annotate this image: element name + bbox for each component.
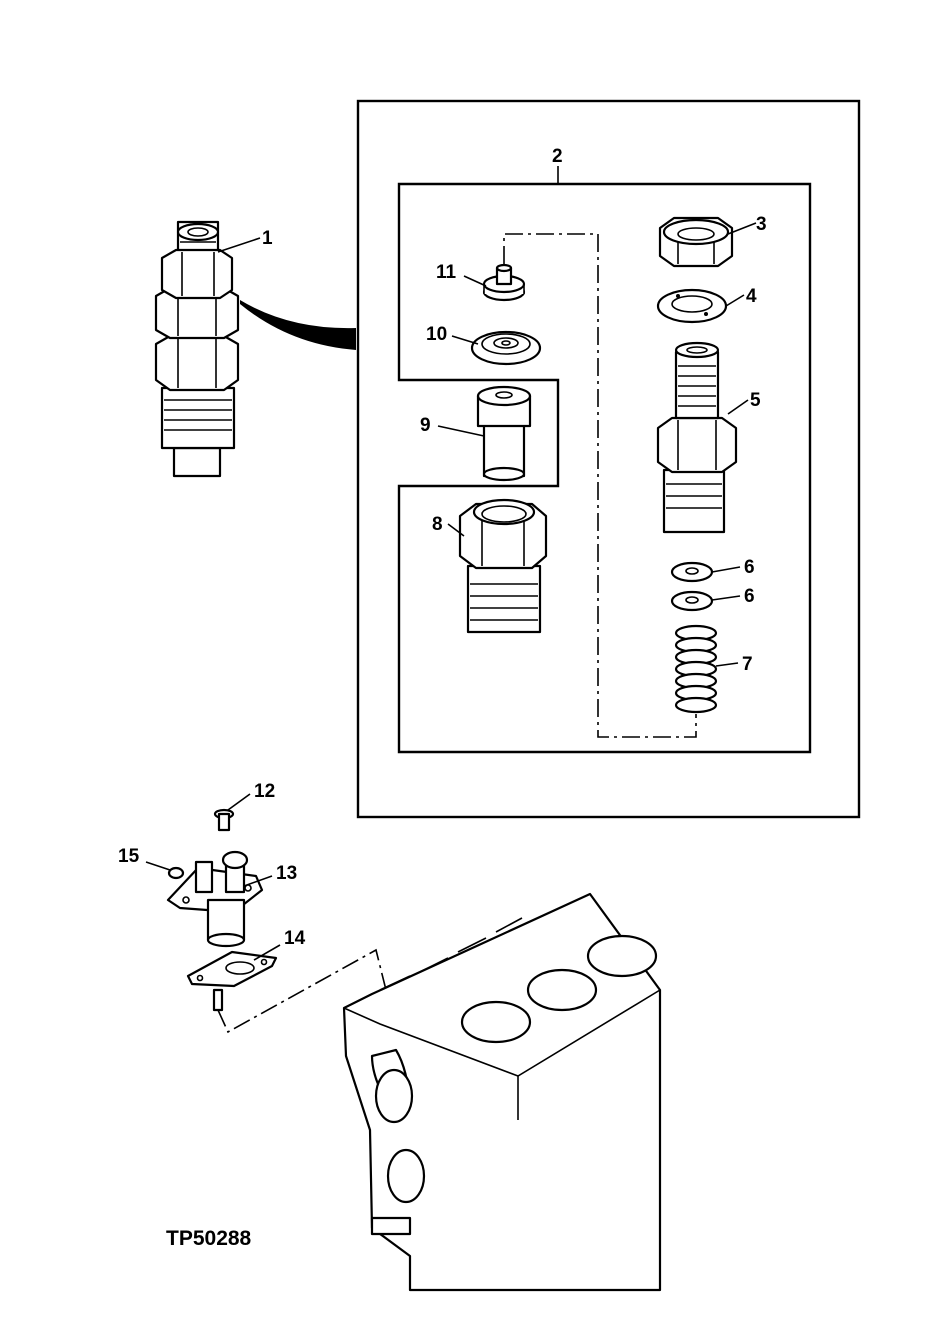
leader-10 <box>451 335 479 345</box>
leader-9 <box>437 425 485 437</box>
callout-7: 7 <box>742 654 753 675</box>
part-14-gasket <box>186 950 278 988</box>
part-11-pin <box>482 263 526 302</box>
part-7-spring <box>674 624 718 714</box>
callout-13: 13 <box>276 863 297 884</box>
leader-14 <box>253 944 281 961</box>
part-3-nut <box>658 216 734 268</box>
callout-15: 15 <box>118 846 140 867</box>
injector-assembly <box>154 220 240 478</box>
part-12-bolt <box>213 808 235 832</box>
leader-4 <box>725 294 745 307</box>
part-4-washer-plate <box>656 288 728 324</box>
callout-11: 11 <box>436 262 457 283</box>
callout-6a: 6 <box>744 557 755 578</box>
callout-8: 8 <box>432 514 443 535</box>
leader-8 <box>447 523 465 537</box>
leader-1 <box>217 237 261 253</box>
callout-4: 4 <box>746 286 757 307</box>
leader-15 <box>145 861 171 871</box>
part-13-injection-pump <box>166 850 264 948</box>
part-6-shim-b <box>670 590 714 612</box>
leader-6a <box>711 566 741 573</box>
leader-7 <box>715 662 739 667</box>
part-6-shim-a <box>670 561 714 583</box>
callout-2: 2 <box>552 146 563 167</box>
engine-block <box>342 892 662 1292</box>
figure-id: TP50288 <box>166 1227 252 1250</box>
callout-6b: 6 <box>744 586 755 607</box>
callout-12: 12 <box>254 781 275 802</box>
assembly-path <box>503 233 697 738</box>
inner-kit-frame <box>397 182 812 754</box>
part-9-nozzle <box>476 385 532 482</box>
callout-5: 5 <box>750 390 761 411</box>
leader-13 <box>243 875 273 887</box>
callout-9: 9 <box>420 415 431 436</box>
connector-wedge <box>240 300 356 350</box>
callout-14: 14 <box>284 928 306 949</box>
leader-3 <box>727 222 757 235</box>
pump-assembly-path <box>217 948 387 1034</box>
callout-10: 10 <box>426 324 447 345</box>
part-15-nut <box>167 866 185 880</box>
callout-1: 1 <box>262 228 273 249</box>
pump-stud <box>212 988 224 1012</box>
part-10-seat <box>470 330 542 366</box>
outer-detail-frame <box>356 99 861 819</box>
leader-6b <box>711 595 741 601</box>
leader-11 <box>463 275 487 287</box>
part-8-nozzle-nut <box>458 498 548 634</box>
part-5-holder-body <box>656 341 738 534</box>
leader-12 <box>227 793 251 811</box>
leader-5 <box>727 399 749 415</box>
callout-3: 3 <box>756 214 767 235</box>
